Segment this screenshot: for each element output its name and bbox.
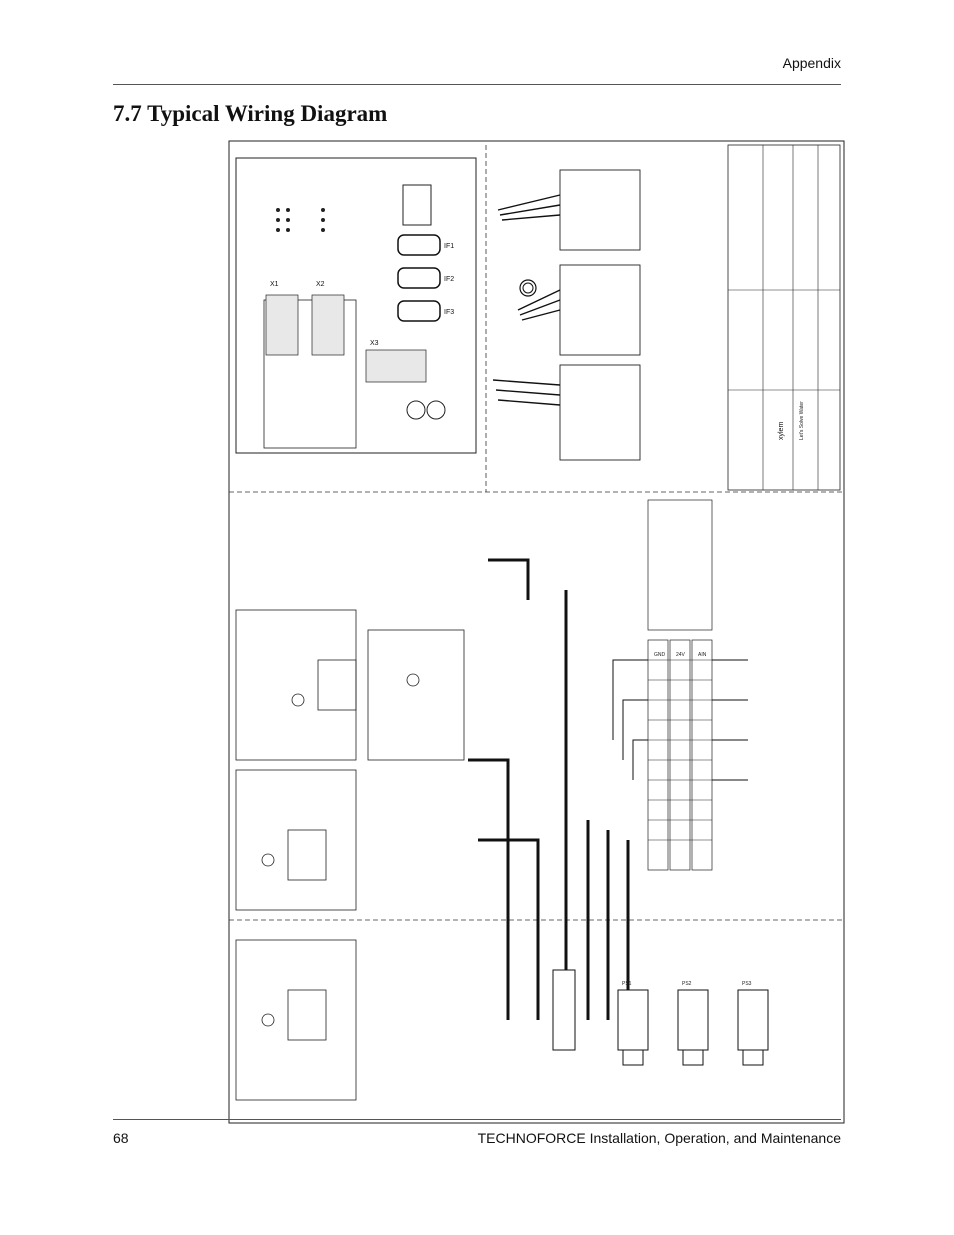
footer-rule <box>113 1119 841 1120</box>
board-label-if1: IF1 <box>444 243 454 250</box>
vfd-wiring <box>492 194 561 406</box>
cable-coil <box>519 279 537 297</box>
brand-tagline: Let's Solve Water <box>799 401 805 440</box>
page-number: 68 <box>113 1130 129 1146</box>
board-label-if3: IF3 <box>444 309 454 316</box>
page-title: 7.7 Typical Wiring Diagram <box>113 101 388 126</box>
terminal-label-24v: 24V <box>676 652 686 658</box>
terminal-label-ain: AIN <box>698 652 707 658</box>
transducer-label-ps3: PS3 <box>742 981 752 987</box>
board-label-if2: IF2 <box>444 276 454 283</box>
pressure-transducers <box>552 969 769 1066</box>
brand-logo: xylem <box>778 422 785 440</box>
section-header: Appendix <box>782 55 841 71</box>
board-label-x2: X2 <box>316 281 325 288</box>
wiring-diagram-drawing: X1 X2 X3 IF1 IF2 IF3 x <box>228 140 845 1124</box>
terminal-label-gnd: GND <box>654 652 666 658</box>
wiring-diagram: X1 X2 X3 IF1 IF2 IF3 x <box>228 140 845 1124</box>
db9-connector-2 <box>397 267 441 289</box>
document-title: TECHNOFORCE Installation, Operation, and… <box>477 1130 841 1146</box>
transducer-label-ps2: PS2 <box>682 981 692 987</box>
title-block: xylem Let's Solve Water <box>727 144 841 491</box>
board-label-x3: X3 <box>370 340 379 347</box>
terminal-rows <box>647 499 713 871</box>
diagram-frame <box>228 140 845 1124</box>
vfd-blocks <box>559 169 641 461</box>
header-rule <box>113 84 841 85</box>
transducer-label-ps1: PS1 <box>622 981 632 987</box>
left-components <box>235 609 465 1101</box>
flow-meter <box>552 969 576 1051</box>
controller-board: X1 X2 X3 IF1 IF2 IF3 <box>235 157 477 454</box>
board-label-x1: X1 <box>270 281 279 288</box>
db9-connector-1 <box>397 234 441 256</box>
sensor-cables <box>468 558 630 1020</box>
thin-signal-wires <box>612 659 748 781</box>
db9-connector-3 <box>397 300 441 322</box>
